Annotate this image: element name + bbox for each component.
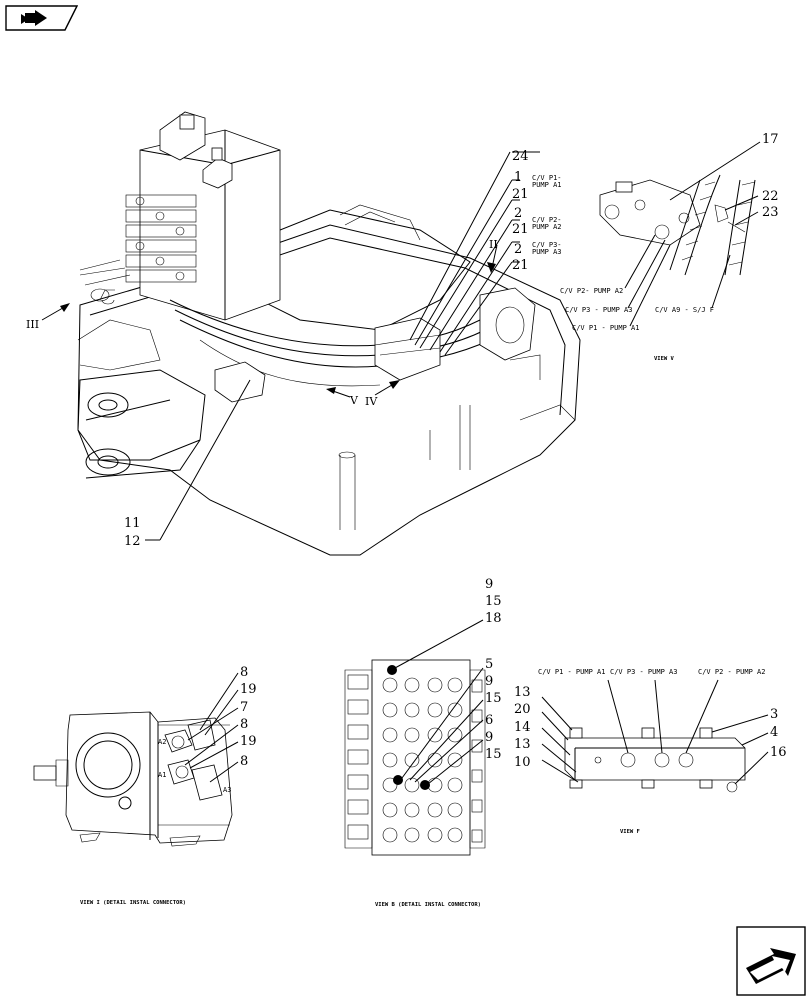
callout-18: 18 [485,611,502,626]
callout-2a: 2 [514,206,522,221]
view-v-drawing [599,141,761,327]
next-page-arrow-icon [736,926,806,996]
label-p3-line1: C/V P3- [532,241,562,249]
callout-8c: 8 [240,754,248,769]
callout-21a: 21 [512,187,529,202]
label-p2-line1: C/V P2- [532,216,562,224]
view-arrow-iv: IV [365,395,378,408]
callout-9a: 9 [485,577,493,592]
label-v-p1: C/V P1 - PUMP A1 [572,324,639,332]
view-f-caption: VIEW F [620,829,640,835]
top-nav-button[interactable] [5,5,78,31]
label-p1-line2: PUMP A1 [532,181,562,189]
callout-15b: 15 [485,691,502,706]
callout-19b: 19 [240,734,257,749]
label-f-p3: C/V P3 - PUMP A3 [610,668,677,676]
callout-15a: 15 [485,594,502,609]
label-f-p1: C/V P1 - PUMP A1 [538,668,605,676]
callout-11: 11 [124,516,141,531]
callout-2b: 2 [514,242,522,257]
callout-13a: 13 [514,685,531,700]
callout-9c: 9 [485,730,493,745]
view-arrow-v: V [349,394,359,407]
book-arrow-icon [5,5,78,31]
callout-14: 14 [514,720,531,735]
callout-8a: 8 [240,665,248,680]
view-v-caption: VIEW V [654,356,675,362]
label-v-p3: C/V P3 - PUMP A3 [565,306,632,314]
callout-1: 1 [514,170,522,185]
port-a1: A1 [158,771,166,779]
callout-15c: 15 [485,747,502,762]
port-a2: A2 [158,738,166,746]
view-ii-caption: VIEW B (DETAIL INSTAL CONNECTOR) [375,902,481,908]
view-f-bracket-drawing [541,679,769,793]
view-i-caption: VIEW I (DETAIL INSTAL CONNECTOR) [80,900,186,906]
label-v-p2: C/V P2- PUMP A2 [560,287,623,295]
callout-20: 20 [514,702,531,717]
callout-17: 17 [762,132,779,147]
callout-9b: 9 [485,674,493,689]
callout-21c: 21 [512,258,529,273]
callout-16: 16 [770,745,787,760]
label-p2-line2: PUMP A2 [532,223,562,231]
label-p3-line2: PUMP A3 [532,248,562,256]
main-assembly-drawing [41,111,581,556]
callout-13b: 13 [514,737,531,752]
callout-3: 3 [770,707,778,722]
view-arrow-iii: III [26,318,39,331]
port-a3: A3 [223,786,231,794]
callout-8b: 8 [240,717,248,732]
label-v-a9: C/V A9 - S/J F [655,306,714,314]
callout-7: 7 [240,700,248,715]
callout-24: 24 [512,149,529,164]
callout-19a: 19 [240,682,257,697]
next-page-button[interactable] [736,926,806,996]
callout-10: 10 [514,755,531,770]
callout-4: 4 [770,725,778,740]
view-arrow-ii: II [489,238,498,251]
callout-6: 6 [485,713,493,728]
label-f-p2: C/V P2 - PUMP A2 [698,668,765,676]
callout-22: 22 [762,189,779,204]
view-i-pump-drawing [33,672,239,847]
callout-21b: 21 [512,222,529,237]
callout-23: 23 [762,205,779,220]
callout-5: 5 [485,657,493,672]
callout-12: 12 [124,534,141,549]
view-ii-valve-drawing [344,619,486,856]
label-p1-line1: C/V P1- [532,174,562,182]
